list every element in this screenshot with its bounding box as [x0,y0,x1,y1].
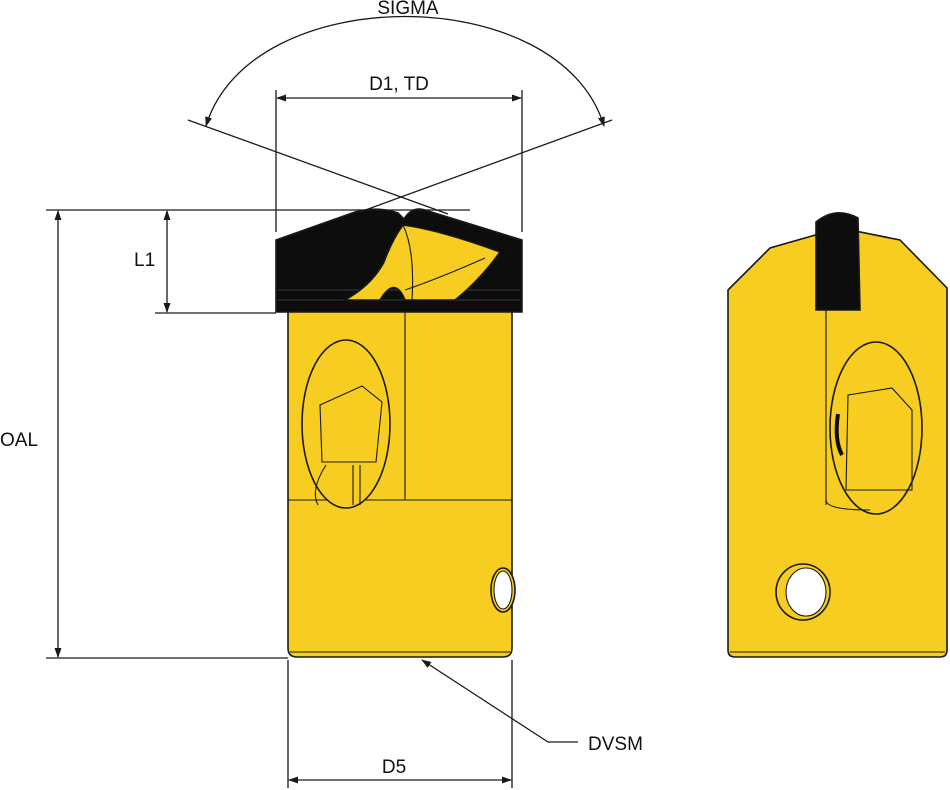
d1-td-dimension: D1, TD [275,74,523,232]
front-flute [341,224,502,301]
side-view [727,212,948,658]
sigma-dimension: SIGMA [187,0,613,215]
d1-td-label: D1, TD [369,74,429,95]
oal-dimension: OAL [0,209,288,659]
front-view [275,208,523,658]
sigma-label: SIGMA [377,0,439,19]
side-carbide-tip [815,212,861,311]
oal-label: OAL [0,430,38,451]
front-coolant-slot [301,339,391,509]
l1-dimension: L1 [134,209,470,314]
dvsm-label: DVSM [588,734,643,755]
d5-dimension: D5 [287,660,513,788]
dvsm-leader: DVSM [421,659,643,755]
side-coolant-slot [829,341,923,515]
d5-label: D5 [382,757,406,778]
l1-label: L1 [134,250,155,271]
